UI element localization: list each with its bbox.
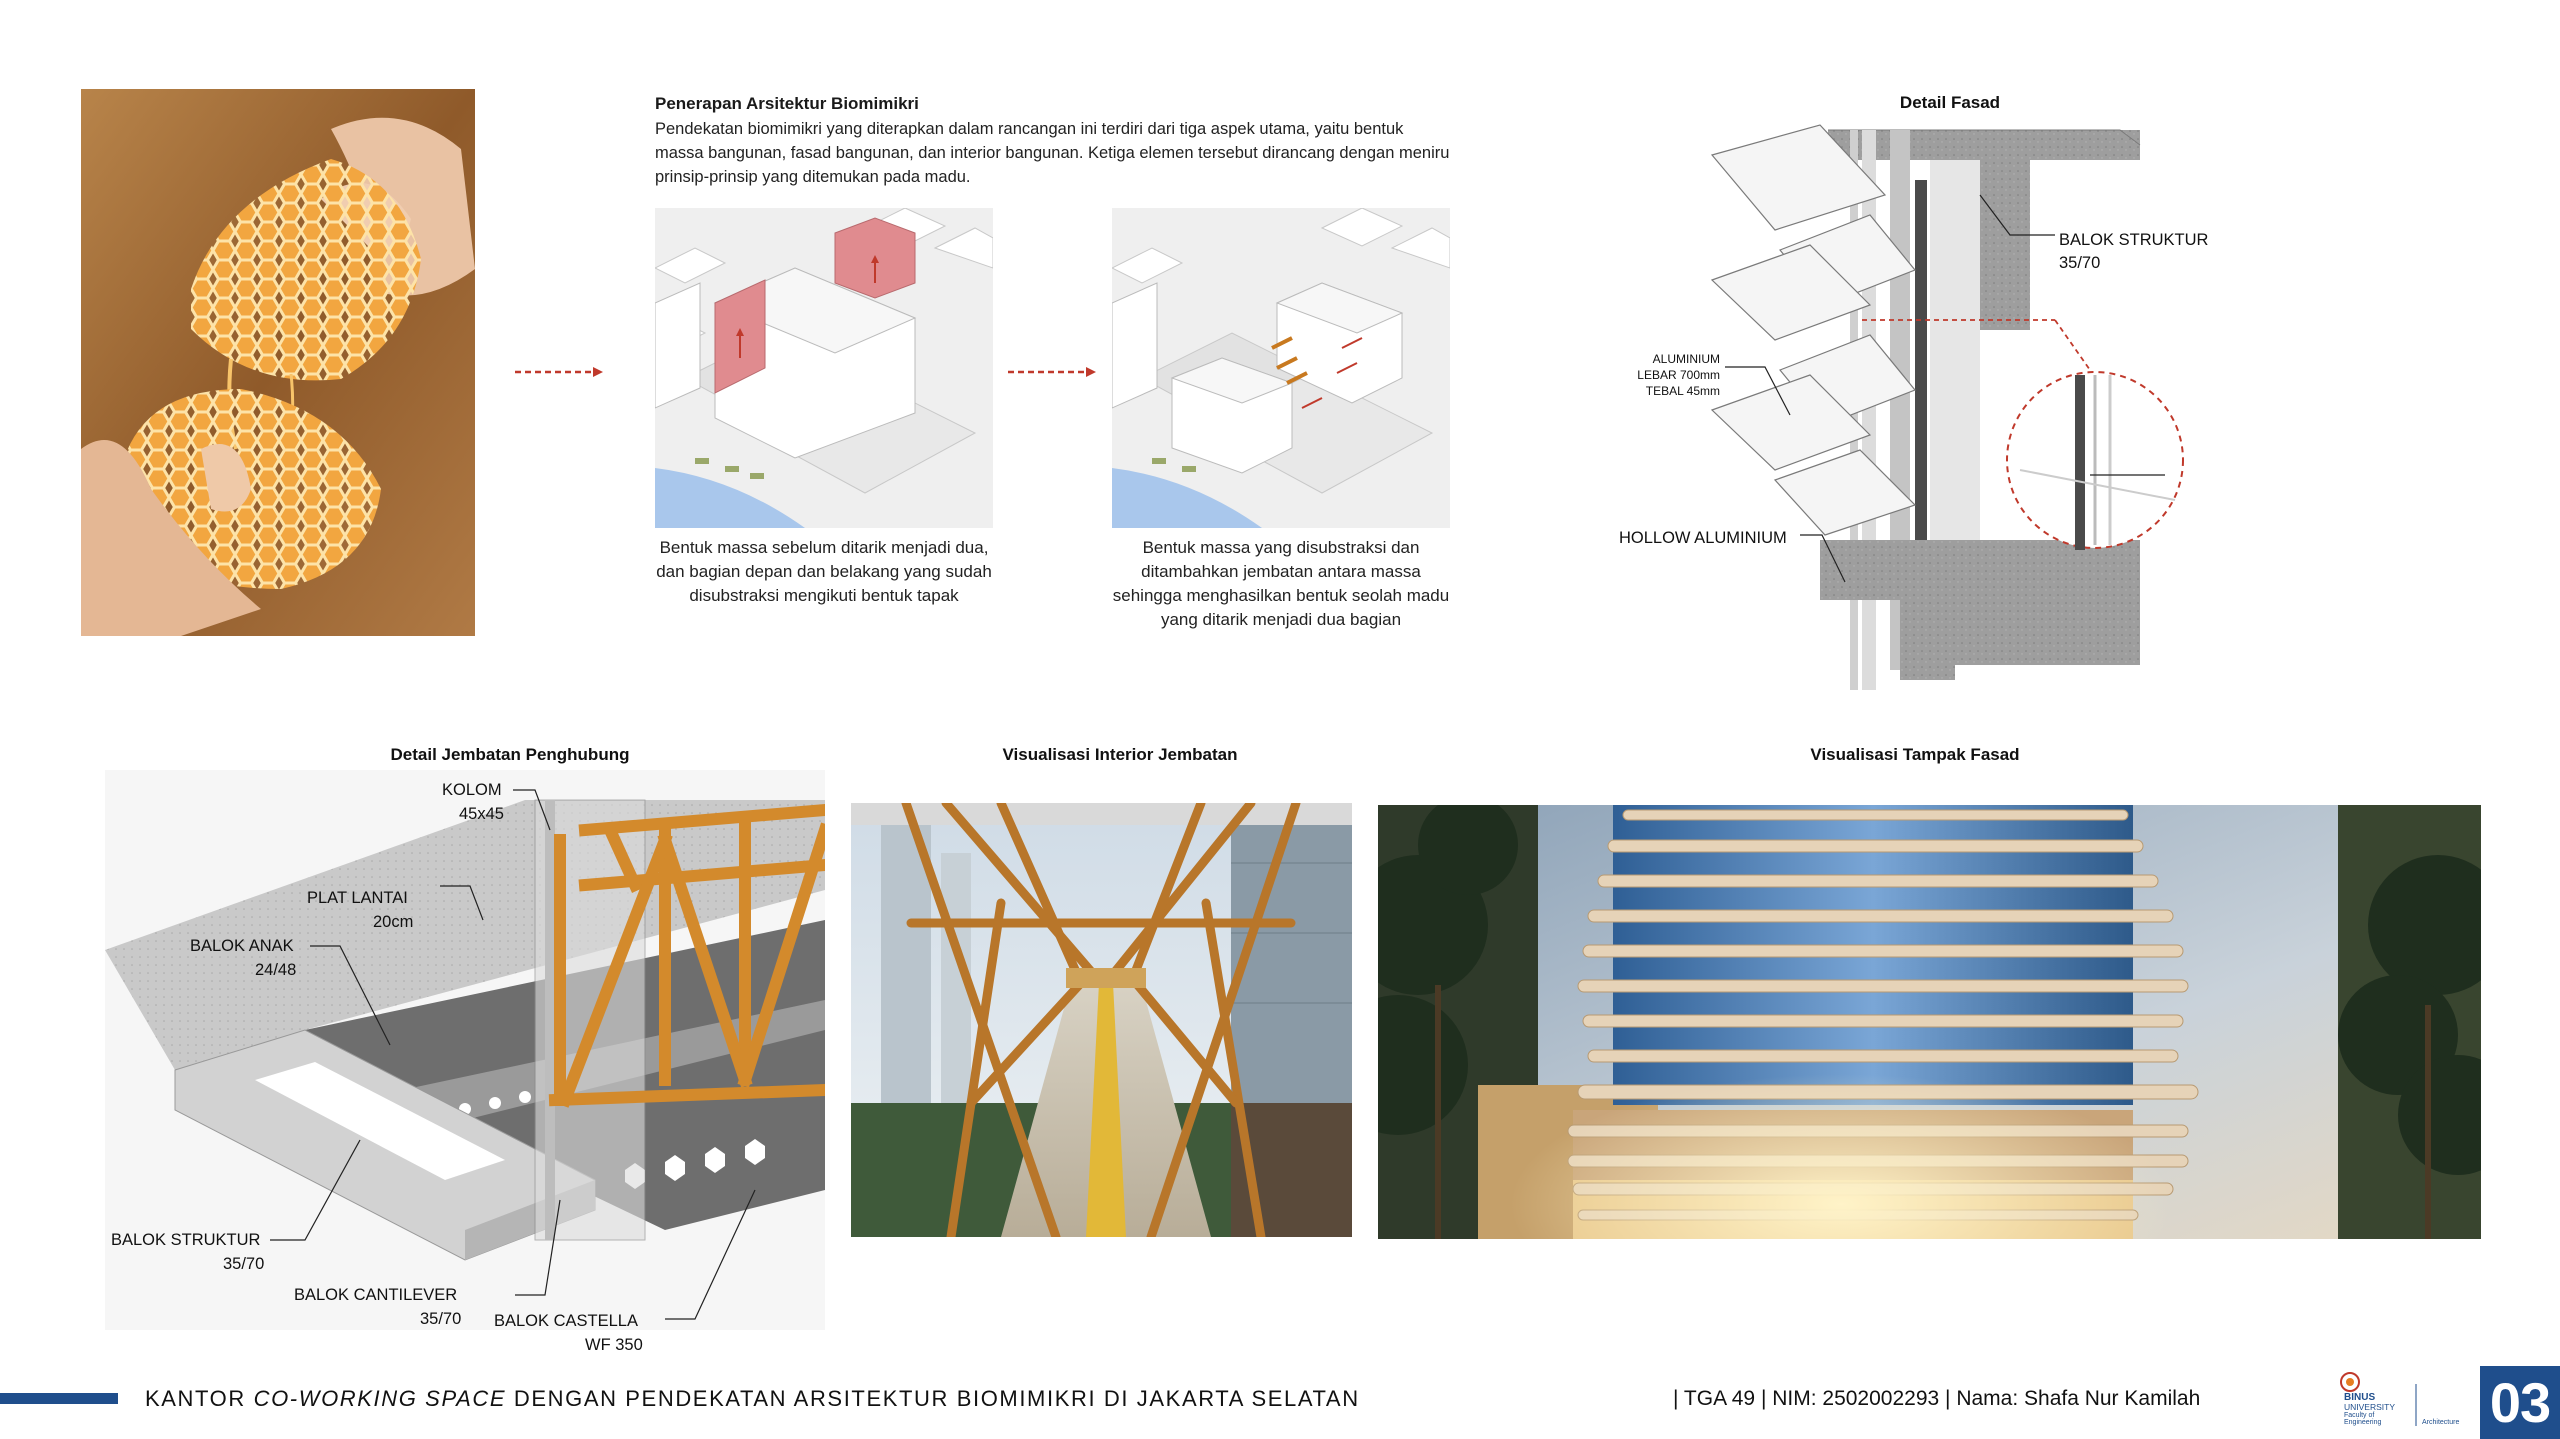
- logo-name: BINUS: [2344, 1392, 2376, 1403]
- binus-logo: BINUS UNIVERSITY Faculty of Engineering …: [2330, 1366, 2470, 1426]
- logo-department: Architecture: [2422, 1419, 2460, 1426]
- mass-diagram-after: [1112, 208, 1450, 528]
- bridge-label-cantilever: BALOK CANTILEVER: [294, 1286, 458, 1304]
- interior-heading: Visualisasi Interior Jembatan: [1002, 745, 1238, 764]
- arrow-right-icon: [515, 367, 603, 377]
- mass-caption-before: Bentuk massa sebelum ditarik menjadi dua…: [656, 538, 992, 605]
- bridge-label-castella: BALOK CASTELLA: [494, 1312, 638, 1330]
- honeycomb-photo: [81, 89, 475, 636]
- bridge-label-balok-struktur: BALOK STRUKTUR: [111, 1231, 261, 1249]
- bridge-interior-render: [851, 803, 1352, 1237]
- logo-university: UNIVERSITY: [2344, 1402, 2396, 1412]
- facade-label-hollow: HOLLOW ALUMINIUM: [1619, 529, 1787, 547]
- facade-detail-heading: Detail Fasad: [1899, 93, 2001, 112]
- logo-faculty-2: Engineering: [2344, 1419, 2382, 1426]
- bridge-label-plat: PLAT LANTAI: [307, 889, 408, 907]
- bridge-detail-heading: Detail Jembatan Penghubung: [390, 745, 630, 764]
- page-number: 03: [2480, 1366, 2560, 1439]
- arrow-right-icon: [1008, 367, 1096, 377]
- footer-title-pre: KANTOR: [145, 1386, 254, 1411]
- bridge-label-castella-size: WF 350: [585, 1336, 643, 1354]
- mass-diagram-before: [655, 208, 993, 528]
- footer-accent-bar: [0, 1393, 118, 1404]
- footer-title-post: DENGAN PENDEKATAN ARSITEKTUR BIOMIMIKRI …: [506, 1386, 1360, 1411]
- bridge-label-plat-size: 20cm: [373, 913, 414, 931]
- bridge-detail-drawing: [105, 770, 825, 1330]
- bridge-label-balok-struktur-size: 35/70: [223, 1255, 265, 1273]
- logo-faculty-1: Faculty of: [2344, 1412, 2375, 1419]
- intro-body: Pendekatan biomimikri yang diterapkan da…: [655, 120, 1450, 186]
- facade-label-lebar: LEBAR 700mm: [1637, 368, 1720, 382]
- footer-title: KANTOR CO-WORKING SPACE DENGAN PENDEKATA…: [145, 1386, 1360, 1412]
- facade-label-balok-size: 35/70: [2059, 254, 2101, 272]
- facade-label-balok: BALOK STRUKTUR: [2059, 231, 2209, 249]
- footer-title-italic: CO-WORKING SPACE: [253, 1386, 507, 1411]
- footer-meta: | TGA 49 | NIM: 2502002293 | Nama: Shafa…: [1673, 1387, 2201, 1410]
- bridge-label-kolom: KOLOM: [442, 781, 502, 799]
- facade-label-tebal: TEBAL 45mm: [1645, 384, 1720, 398]
- bridge-label-balok-anak: BALOK ANAK: [190, 937, 294, 955]
- bridge-label-kolom-size: 45x45: [459, 805, 504, 823]
- mass-caption-after: Bentuk massa yang disubstraksi dan ditam…: [1112, 538, 1450, 629]
- intro-title: Penerapan Arsitektur Biomimikri: [655, 94, 919, 113]
- bridge-label-cantilever-size: 35/70: [420, 1310, 462, 1328]
- facade-detail-drawing: [1600, 120, 2260, 690]
- facade-label-aluminium: ALUMINIUM: [1652, 352, 1720, 366]
- facade-exterior-render: [1378, 805, 2481, 1239]
- facade-vis-heading: Visualisasi Tampak Fasad: [1810, 745, 2020, 764]
- bridge-label-balok-anak-size: 24/48: [255, 961, 297, 979]
